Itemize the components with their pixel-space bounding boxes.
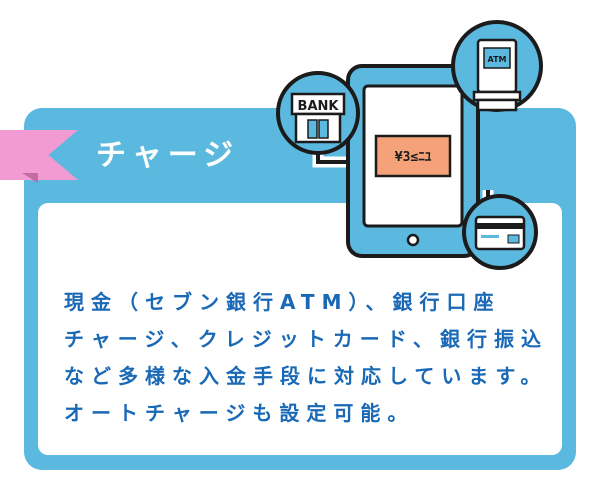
description-line: 現金（セブン銀行ATM）、銀行口座 [64, 290, 501, 314]
bank-label: BANK [298, 99, 340, 114]
atm-icon: ATM [451, 20, 543, 112]
atm-label: ATM [488, 55, 507, 64]
section-title: チャージ [96, 138, 240, 173]
smartphone-icon: ¥3≤ﾆﾕ [346, 64, 480, 258]
description-line: チャージ、クレジットカード、銀行振込 [64, 327, 548, 351]
bank-icon: BANK [276, 71, 360, 155]
feature-description: 現金（セブン銀行ATM）、銀行口座 チャージ、クレジットカード、銀行振込 など多… [64, 284, 564, 432]
description-line: オートチャージも設定可能。 [64, 401, 415, 425]
balance-amount: ¥3≤ﾆﾕ [395, 150, 432, 165]
description-line: など多様な入金手段に対応しています。 [64, 364, 548, 388]
ribbon-fold [22, 173, 38, 183]
credit-card-icon [462, 194, 538, 270]
